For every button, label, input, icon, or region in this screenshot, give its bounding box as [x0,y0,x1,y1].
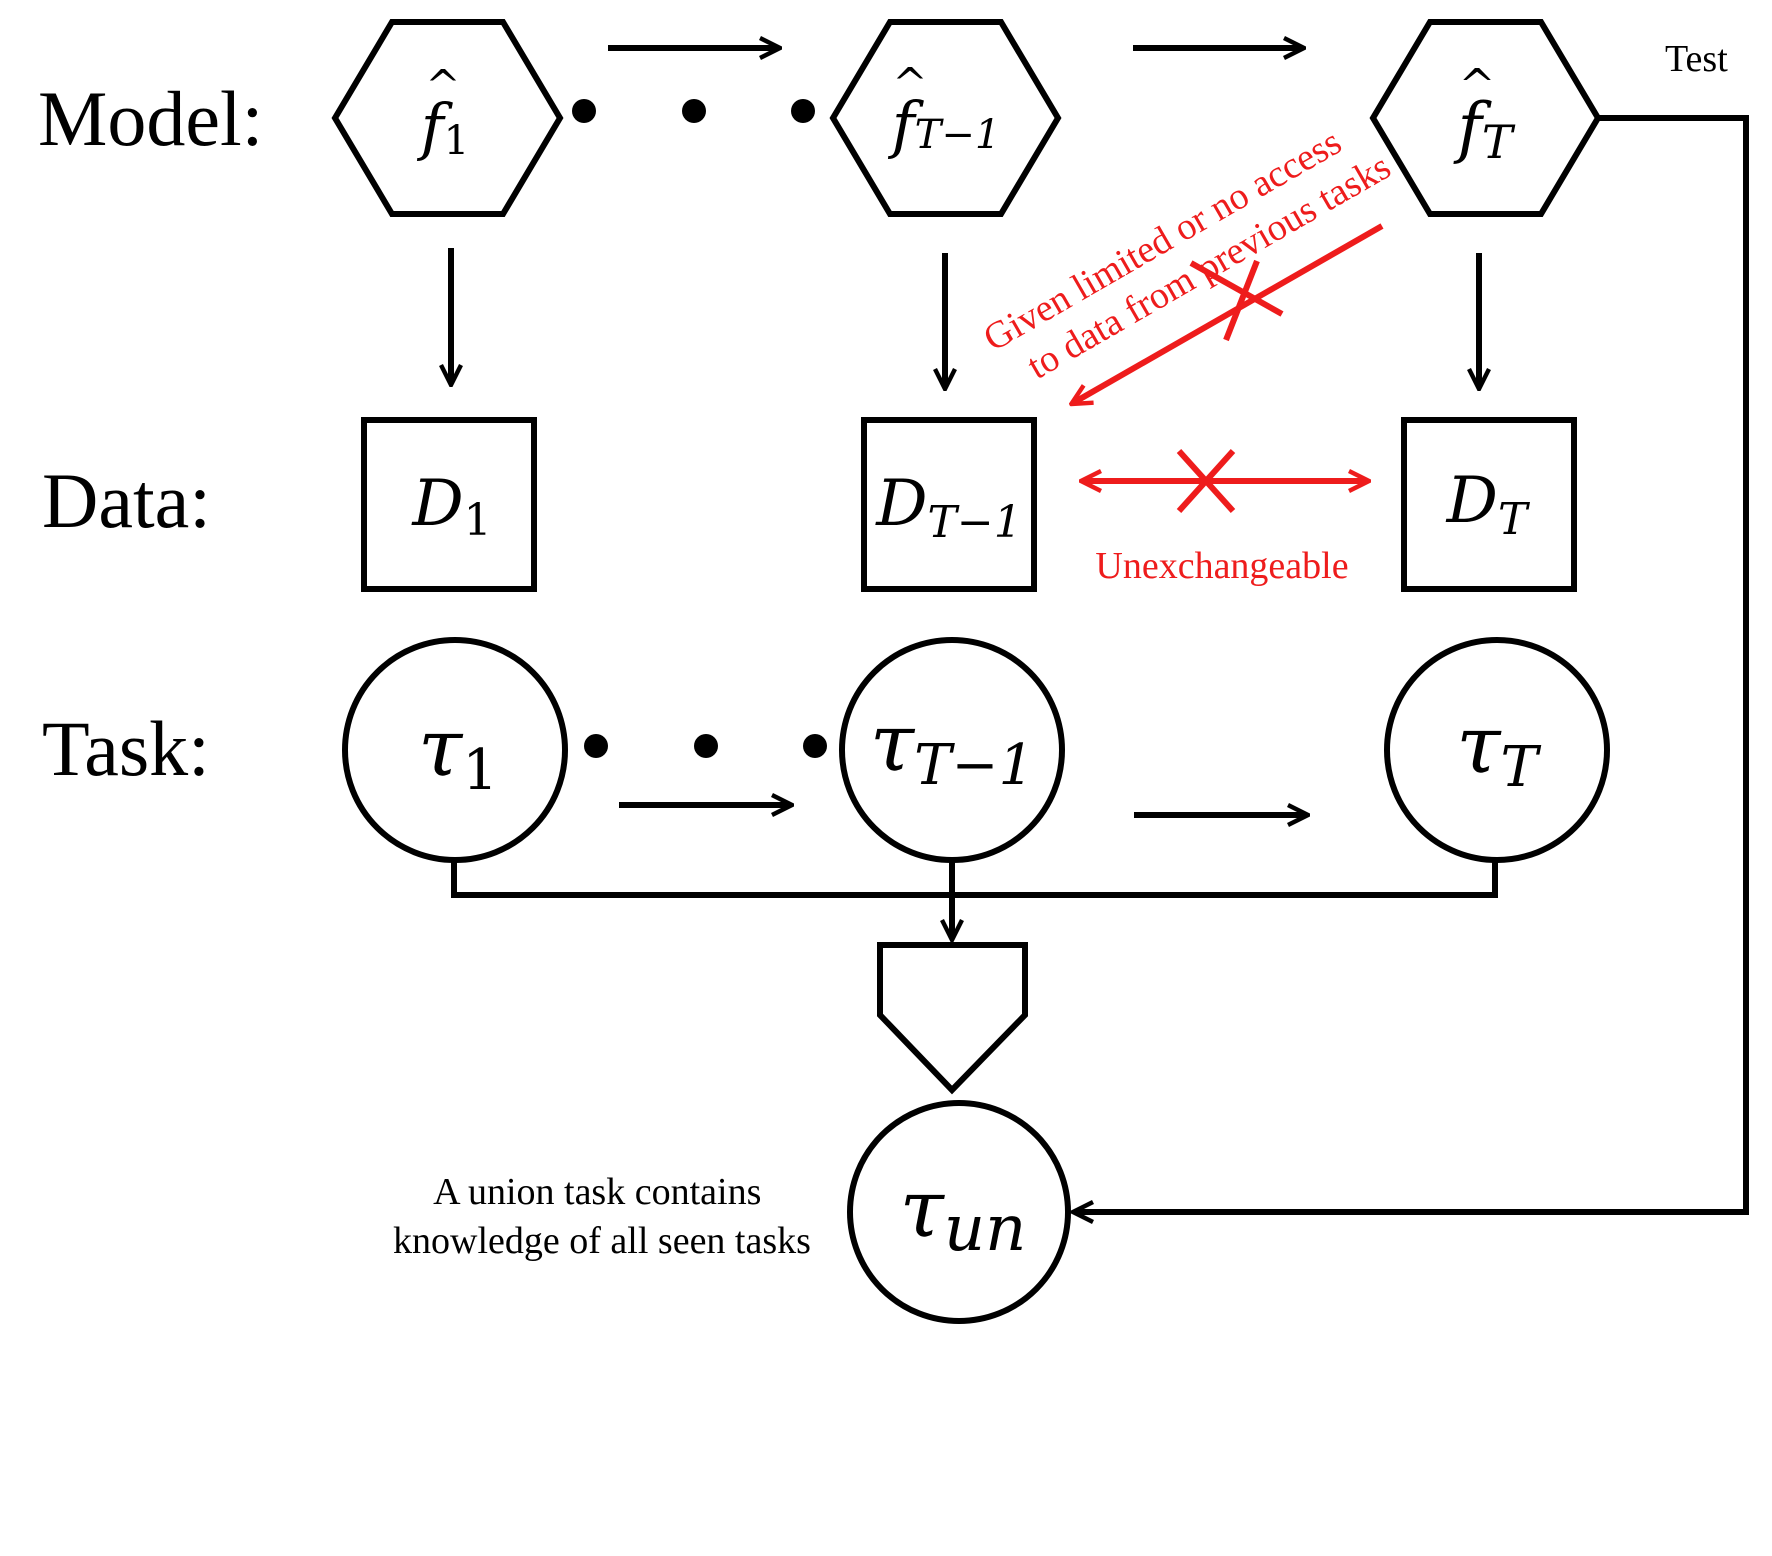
model-hexagon-1 [331,19,564,217]
task-node-3: τT [1384,637,1610,863]
model-node-3: ^ fT [1369,19,1602,217]
union-task-node: τun [847,1100,1071,1324]
data-3-label: DT [1446,464,1531,545]
ellipsis-dot-icon [694,734,718,758]
model-1-label: f1 [417,90,469,164]
data-box-2 [861,417,1037,592]
task-ellipsis [584,734,827,758]
task-row-label: Task: [42,705,210,792]
data-box-3 [1401,417,1577,592]
model-row-label: Model: [38,75,263,162]
union-task-label: τun [900,1162,1027,1266]
data-1-label: D1 [411,467,491,546]
cross-icon [1176,448,1236,514]
data-row-label: Data: [42,457,211,544]
data-node-1: D1 [361,417,537,592]
cross-icon [1189,259,1284,342]
test-connector [1075,115,1749,1212]
model-3-label: fT [1452,89,1515,169]
task-3-label: τT [1456,698,1541,800]
model-hexagon-2 [829,19,1062,217]
task-node-1: τ1 [342,637,568,863]
data-box-1 [361,417,537,592]
ellipsis-dot-icon [803,734,827,758]
task-node-2: τT−1 [839,637,1065,863]
test-label: Test [1665,38,1728,80]
ellipsis-dot-icon [584,734,608,758]
unexchangeable-annotation: Unexchangeable [1083,448,1367,587]
model-3-hat: ^ [1459,60,1496,111]
unexchangeable-text: Unexchangeable [1095,545,1348,587]
merge-bracket [451,860,1498,898]
task-2-label: τT−1 [870,696,1034,798]
restricted-access-arrow [1073,223,1384,403]
model-ellipsis [572,99,815,123]
data-node-3: DT [1401,417,1577,592]
union-task-caption: A union task contains knowledge of all s… [393,1171,811,1262]
ellipsis-dot-icon [791,99,815,123]
funnel-pentagon-icon [877,942,1028,1095]
union-task-circle [847,1100,1071,1324]
ellipsis-dot-icon [572,99,596,123]
model-node-1: ^ f1 [331,19,564,217]
model-2-label: fT−1 [888,88,1001,161]
ellipsis-dot-icon [682,99,706,123]
data-2-label: DT−1 [875,467,1022,548]
model-2-hat: ^ [892,59,927,108]
data-node-2: DT−1 [861,417,1037,592]
model-1-hat: ^ [425,61,460,110]
task-1-label: τ1 [418,701,498,803]
model-node-2: ^ fT−1 [829,19,1062,217]
